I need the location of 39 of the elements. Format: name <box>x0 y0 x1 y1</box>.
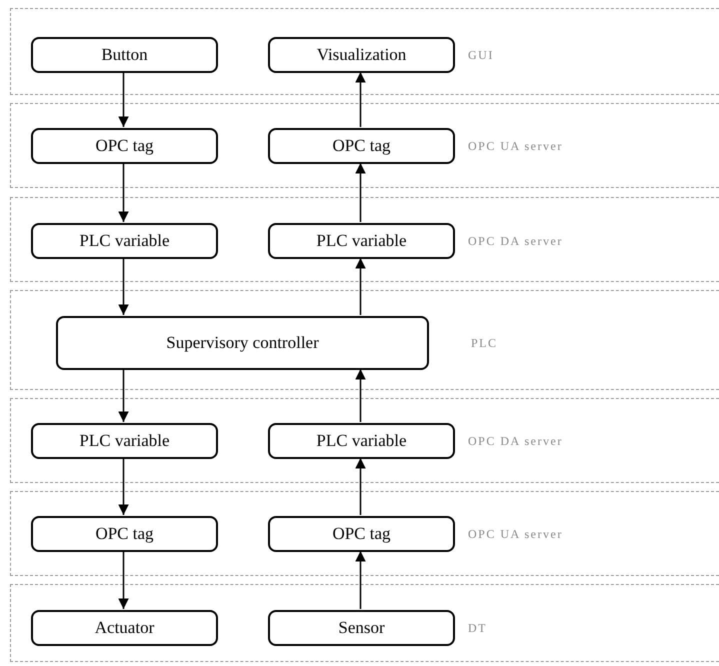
layer-band <box>10 398 719 483</box>
process-box: PLC variable <box>31 423 218 459</box>
process-box: OPC tag <box>268 516 455 552</box>
arrow <box>355 458 366 515</box>
layer-band <box>10 197 719 282</box>
process-box: OPC tag <box>268 128 455 164</box>
layer-band <box>10 103 719 188</box>
arrow <box>355 258 366 315</box>
process-box: Sensor <box>268 610 455 646</box>
process-box: PLC variable <box>268 223 455 259</box>
process-box: Visualization <box>268 37 455 73</box>
process-box: Supervisory controller <box>56 316 429 370</box>
layer-label: OPC UA server <box>468 526 563 543</box>
layer-label: GUI <box>468 47 494 64</box>
layer-label: OPC DA server <box>468 233 563 250</box>
layer-band <box>10 8 719 95</box>
layer-label: PLC <box>471 335 498 352</box>
layer-label: OPC DA server <box>468 433 563 450</box>
arrow <box>355 163 366 222</box>
arrow <box>118 551 129 609</box>
arrow <box>355 72 366 127</box>
arrow <box>118 458 129 515</box>
arrow <box>355 551 366 609</box>
process-box: OPC tag <box>31 516 218 552</box>
process-box: OPC tag <box>31 128 218 164</box>
layer-label: DT <box>468 620 487 637</box>
process-box: PLC variable <box>268 423 455 459</box>
arrow <box>118 163 129 222</box>
layer-label: OPC UA server <box>468 138 563 155</box>
layer-band <box>10 290 719 390</box>
process-box: Button <box>31 37 218 73</box>
process-box: PLC variable <box>31 223 218 259</box>
arrow <box>118 258 129 315</box>
arrow <box>118 369 129 422</box>
layer-band <box>10 491 719 576</box>
arrow <box>118 72 129 127</box>
layer-band <box>10 584 719 662</box>
process-box: Actuator <box>31 610 218 646</box>
arrow <box>355 369 366 422</box>
